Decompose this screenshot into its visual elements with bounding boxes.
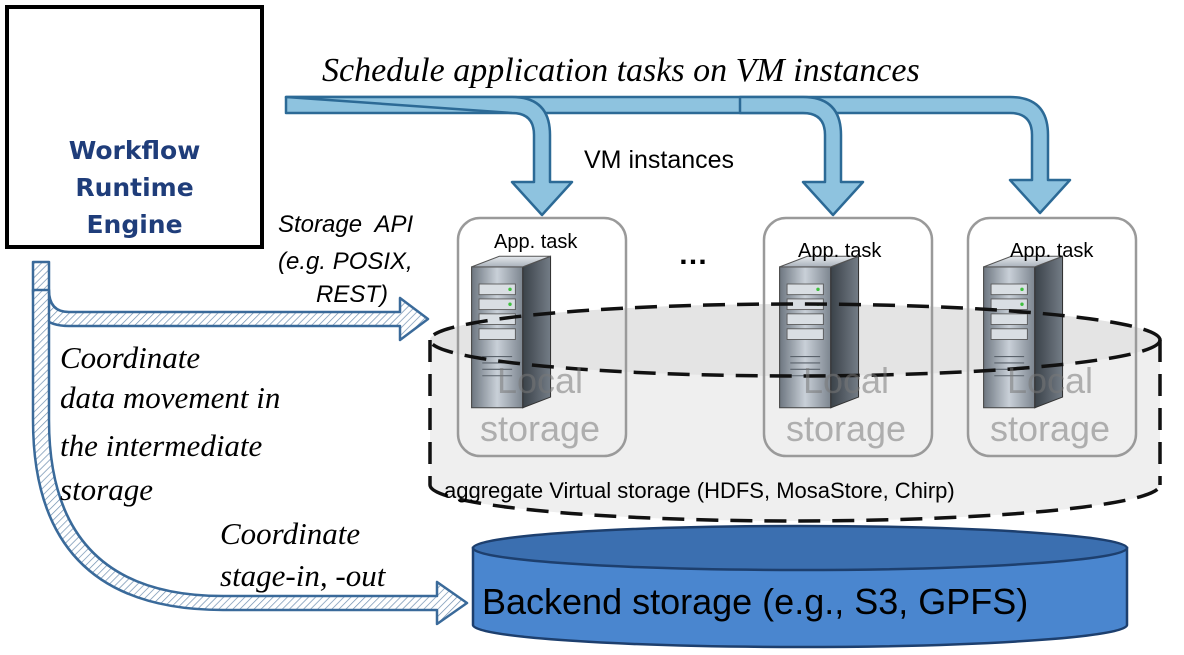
vm-node-3-task-label: App. task xyxy=(1010,240,1094,262)
vm-node-3-storage-line-1: Local xyxy=(1006,360,1094,401)
storage-api-line-1: Storage API xyxy=(278,211,414,238)
coordinate-movement-line-4: storage xyxy=(60,472,153,507)
schedule-label: Schedule application tasks on VM instanc… xyxy=(322,52,920,89)
backend-storage-cylinder xyxy=(471,524,1129,649)
vm-node-3-storage-line-2: storage xyxy=(989,408,1111,449)
stage-arrow xyxy=(31,288,469,626)
schedule-arrows xyxy=(284,95,1072,217)
coordinate-movement-line-1: Coordinate xyxy=(60,340,201,375)
workflow-engine-label: Workflow Runtime Engine xyxy=(5,132,264,243)
vm-node-1-storage-label: Local storage xyxy=(455,357,625,453)
vm-node-3-storage-label: Local storage xyxy=(965,357,1135,453)
vm-node-boxes xyxy=(456,216,1138,458)
coordinate-movement-line-3: the intermediate xyxy=(60,428,263,463)
engine-line-2: Runtime xyxy=(75,173,194,202)
vm-node-1-storage-line-1: Local xyxy=(496,360,584,401)
vm-node-2-storage-line-2: storage xyxy=(785,408,907,449)
schedule-arrow-branch-2 xyxy=(738,95,865,217)
storage-api-line-3: REST) xyxy=(316,281,388,308)
engine-line-1: Workflow xyxy=(68,136,201,165)
ellipsis: … xyxy=(678,238,708,271)
aggregate-storage-label: aggregate Virtual storage (HDFS, MosaSto… xyxy=(444,478,955,503)
coordinate-stage-line-2: stage-in, -out xyxy=(220,558,386,593)
vm-node-1-task-label: App. task xyxy=(494,231,578,253)
coordinate-movement-line-2: data movement in xyxy=(60,380,281,415)
vm-node-2-storage-label: Local storage xyxy=(761,357,931,453)
workflow-engine-box xyxy=(5,5,264,249)
coordinate-stage-line-1: Coordinate xyxy=(220,516,361,551)
schedule-arrow-main xyxy=(284,95,1072,215)
vm-node-2-storage-line-1: Local xyxy=(802,360,890,401)
aggregate-storage-outline xyxy=(428,302,1162,523)
vm-node-2-task-label: App. task xyxy=(798,240,882,262)
storage-api-line-2: (e.g. POSIX, xyxy=(278,248,413,275)
vm-instances-label: VM instances xyxy=(584,146,735,174)
schedule-arrow-branch-1 xyxy=(284,95,574,217)
engine-line-3: Engine xyxy=(86,210,183,239)
vm-node-1-storage-line-2: storage xyxy=(479,408,601,449)
backend-storage-label: Backend storage (e.g., S3, GPFS) xyxy=(482,581,1029,622)
coordination-arrows xyxy=(31,260,469,626)
